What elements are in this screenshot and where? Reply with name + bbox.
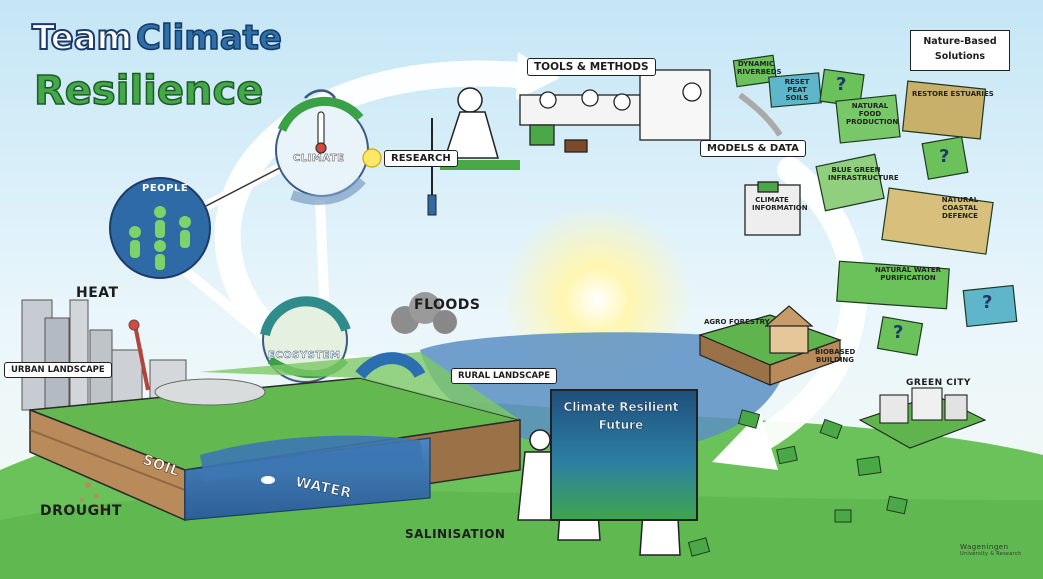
urban-pond: [154, 378, 266, 406]
label-biobased-building: Biobased Building: [815, 348, 856, 364]
cycle-arrow-head-bottom: [712, 412, 778, 470]
label-climate-resilient-future: Climate Resilient Future: [563, 400, 679, 433]
thermometer: [317, 111, 325, 147]
cycle-arrow-right: [747, 157, 868, 453]
label-heat: Heat: [76, 285, 119, 301]
drought-cracks: [80, 482, 102, 509]
label-reset-peat-soils: Reset Peat Soils: [784, 78, 810, 102]
link-climate-ecosystem: [315, 199, 330, 319]
wageningen-logo: Wageningen University & Research: [960, 543, 1022, 557]
label-natural-water-purification: Natural Water Purification: [874, 266, 942, 282]
research-scientist: [427, 87, 520, 216]
flood-cloud: [355, 292, 457, 380]
label-restore-estuaries: Restore Estuaries: [912, 90, 994, 98]
label-floods: Floods: [414, 297, 481, 313]
logo-subtitle: University & Research: [960, 551, 1022, 557]
label-agro-forestry: Agro Forestry: [704, 318, 770, 326]
nbs-puzzle-pieces: [732, 54, 1018, 356]
label-drought: Drought: [40, 503, 122, 519]
link-people-ecosystem: [178, 264, 279, 349]
label-climate: Climate: [293, 153, 345, 164]
swan: [261, 476, 275, 484]
title-team: Team: [31, 17, 133, 59]
label-ecosystem: Ecosystem: [268, 350, 341, 361]
lake-water: [200, 435, 425, 482]
label-tools-methods: Tools & Methods: [527, 58, 656, 76]
label-blue-green-infrastructure: Blue Green Infrastructure: [828, 166, 899, 182]
label-nature-based-solutions: Nature-Based Solutions: [910, 30, 1010, 71]
ecosystem-ribbon: [260, 296, 351, 337]
climate-ribbon: [277, 96, 364, 132]
label-natural-food-production: Natural Food Production: [846, 102, 899, 126]
loose-puzzle-pieces: [687, 409, 908, 557]
logo-name: Wageningen: [960, 543, 1009, 551]
climate-sun: [362, 148, 382, 168]
future-board: [550, 389, 698, 521]
question-mark-4: ?: [893, 322, 904, 343]
question-mark-1: ?: [836, 74, 847, 95]
label-salinisation: Salinisation: [405, 527, 506, 541]
label-people: People: [142, 183, 189, 194]
label-models-data: Models & Data: [700, 140, 806, 157]
title-climate: Climate: [135, 17, 282, 59]
green-city-block: [858, 387, 987, 449]
label-urban-landscape: Urban Landscape: [4, 362, 112, 378]
label-research: Research: [384, 150, 458, 167]
label-climate-information: Climate Information: [752, 196, 808, 212]
label-dynamic-riverbeds: Dynamic Riverbeds: [737, 60, 782, 76]
question-mark-3: ?: [982, 292, 993, 313]
question-mark-2: ?: [939, 146, 950, 167]
title-resilience: Resilience: [33, 67, 264, 115]
models-data-robot: [738, 92, 801, 236]
agro-forestry-block: [698, 305, 842, 386]
tools-methods-team: [519, 69, 711, 153]
label-green-city: Green City: [906, 378, 971, 388]
label-natural-coastal-defence: Natural Coastal Defence: [941, 196, 979, 220]
label-rural-landscape: Rural Landscape: [451, 368, 558, 384]
